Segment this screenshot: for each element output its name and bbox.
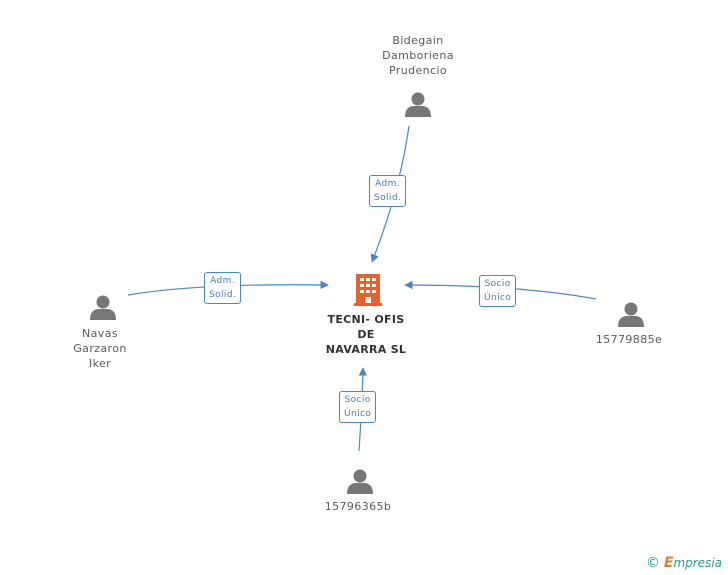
- edge-label-line: Solid.: [209, 290, 237, 300]
- edge-label-bottom[interactable]: Socio Único: [339, 391, 377, 423]
- person-name-left[interactable]: Navas Garzaron Iker: [30, 326, 170, 371]
- person-icon: [347, 469, 373, 494]
- person-icon: [90, 295, 116, 320]
- company-name-line: DE: [357, 328, 375, 341]
- person-icon: [405, 92, 431, 117]
- edge-label-line: Adm.: [210, 276, 236, 286]
- person-name-line: Damboriena: [382, 49, 454, 62]
- edge-label-top[interactable]: Adm. Solid.: [369, 175, 407, 207]
- edge-label-line: Único: [344, 409, 372, 419]
- brand-logo: ©Empresia: [646, 555, 722, 571]
- person-name-line: Navas: [82, 327, 118, 340]
- person-name-line: Garzaron: [73, 342, 127, 355]
- edge-label-left[interactable]: Adm. Solid.: [204, 272, 242, 304]
- person-name-top[interactable]: Bidegain Damboriena Prudencio: [348, 33, 488, 78]
- brand-name: mpresia: [673, 556, 722, 570]
- edge-label-right[interactable]: Socio Único: [479, 275, 517, 307]
- edge-label-line: Socio: [484, 279, 511, 289]
- copyright-symbol: ©: [645, 555, 660, 571]
- edge-label-line: Único: [484, 293, 512, 303]
- person-name-line: Bidegain: [392, 34, 444, 47]
- edge-label-line: Adm.: [375, 179, 401, 189]
- brand-initial: E: [663, 555, 674, 571]
- person-name-line: 15796365b: [324, 500, 392, 513]
- person-name-bottom[interactable]: 15796365b: [288, 499, 428, 514]
- person-name-right[interactable]: 15779885e: [559, 332, 699, 347]
- person-name-line: Iker: [88, 357, 112, 370]
- company-name[interactable]: TECNI- OFIS DE NAVARRA SL: [306, 312, 426, 357]
- person-name-line: 15779885e: [595, 333, 663, 346]
- building-icon: [354, 274, 382, 306]
- person-name-line: Prudencio: [388, 64, 448, 77]
- edge-label-line: Solid.: [374, 193, 402, 203]
- edge-label-line: Socio: [344, 395, 371, 405]
- person-icon: [618, 302, 644, 327]
- company-name-line: NAVARRA SL: [325, 343, 407, 356]
- company-name-line: TECNI- OFIS: [327, 313, 405, 326]
